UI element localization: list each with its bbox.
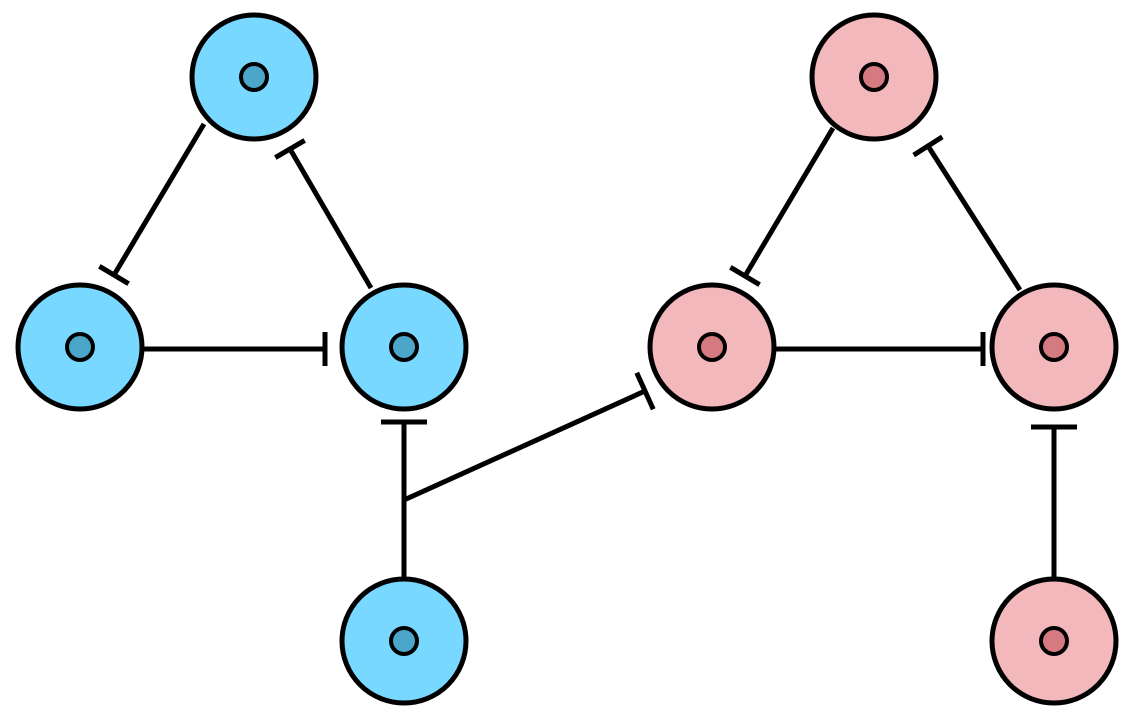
inhibition-bar [912, 134, 944, 158]
inhibition-edge-pink-left-to-pink-right [774, 332, 986, 366]
inhibition-edge-pink-top-to-pink-left [729, 126, 836, 287]
cell-nucleus [1039, 332, 1069, 362]
cell-nucleus [697, 332, 727, 362]
cells-layer [15, 12, 1119, 706]
inhibition-bar [634, 371, 656, 411]
inhibition-edge-pink-bottom-to-pink-right [1031, 424, 1077, 578]
inhibition-bar [274, 138, 306, 160]
edge-line [402, 388, 647, 503]
inhibition-bar [98, 264, 130, 286]
cell-nucleus [389, 626, 419, 656]
cell-blue-left [15, 282, 145, 412]
edge-line [111, 122, 207, 277]
inhibition-edge-blue-top-to-blue-left [98, 122, 207, 286]
cell-nucleus [1039, 626, 1069, 656]
cell-blue-right [339, 282, 469, 412]
cell-pink-top [809, 12, 939, 142]
inhibition-edge-blue-left-to-blue-right [142, 332, 328, 366]
inhibition-bar [729, 265, 761, 287]
inhibition-edge-pink-right-to-pink-top [912, 134, 1023, 292]
cell-pink-left [647, 282, 777, 412]
cell-pink-bottom [989, 576, 1119, 706]
cell-nucleus [859, 62, 889, 92]
inhibition-edge-blue-right-to-blue-top [274, 138, 374, 290]
edge-line [287, 147, 374, 290]
cell-nucleus [239, 62, 269, 92]
edge-line [742, 126, 836, 278]
cell-nucleus [65, 332, 95, 362]
cell-nucleus [389, 332, 419, 362]
inhibition-edge-blue-bottom-to-pink-left [402, 371, 656, 503]
edge-line [925, 144, 1023, 292]
cell-pink-right [989, 282, 1119, 412]
edges-layer [98, 122, 1077, 578]
cell-blue-bottom [339, 576, 469, 706]
cell-blue-top [189, 12, 319, 142]
